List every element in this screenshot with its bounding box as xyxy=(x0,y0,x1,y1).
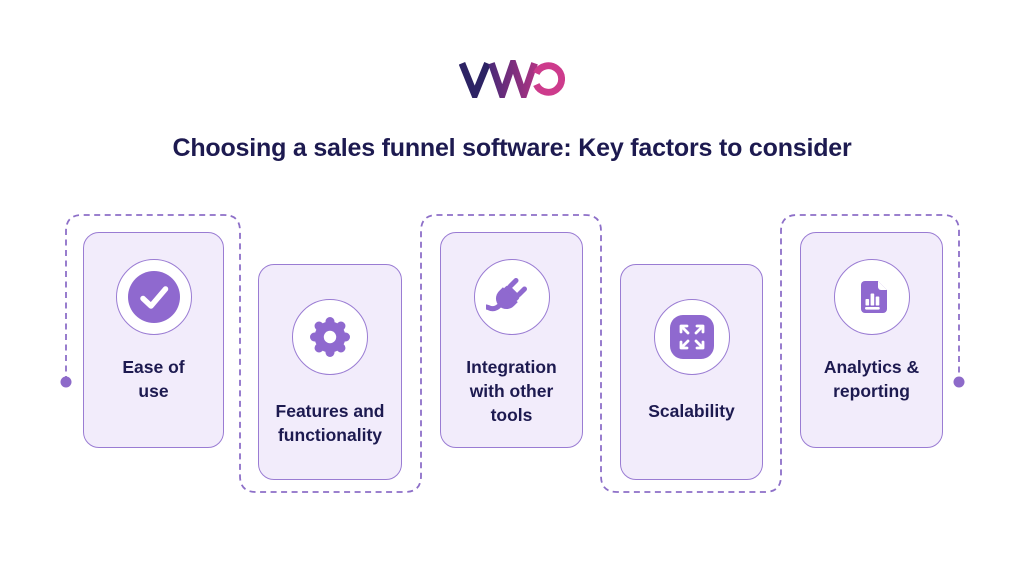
factor-card-features-functionality: Features and functionality xyxy=(258,264,402,480)
page-title: Choosing a sales funnel software: Key fa… xyxy=(172,134,852,162)
report-document-icon xyxy=(833,259,910,335)
factor-card-analytics-reporting: Analytics & reporting xyxy=(800,232,943,448)
expand-arrows-icon xyxy=(653,299,730,375)
check-circle-icon xyxy=(115,259,192,335)
gear-icon xyxy=(292,299,368,375)
factor-label: Analytics & reporting xyxy=(823,357,920,401)
factor-label: Integration with other tools xyxy=(466,357,557,425)
flow-end-dot xyxy=(953,376,965,388)
vwo-logo xyxy=(458,52,566,106)
factor-label: Features and functionality xyxy=(275,401,385,445)
plug-icon xyxy=(473,259,550,335)
factor-card-integration: Integration with other tools xyxy=(440,232,583,448)
factor-card-scalability: Scalability xyxy=(620,264,763,480)
dashed-flow-path xyxy=(65,214,960,493)
factor-label: Ease of use xyxy=(122,357,185,401)
vwo-logo-mark xyxy=(458,52,566,106)
flow-start-dot xyxy=(60,376,72,388)
factor-card-ease-of-use: Ease of use xyxy=(83,232,224,448)
factor-label: Scalability xyxy=(648,401,735,421)
